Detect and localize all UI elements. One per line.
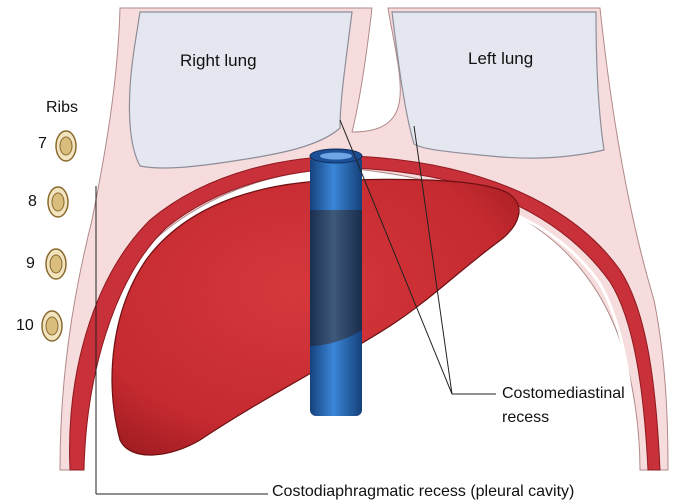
rib-number-10: 10	[16, 318, 34, 334]
rib-number-9: 9	[26, 256, 35, 272]
vena-cava	[310, 149, 362, 416]
rib-9	[46, 249, 66, 279]
rib-number-8: 8	[28, 194, 37, 210]
left-lung	[392, 12, 604, 158]
costomediastinal-label-line1: Costomediastinal	[502, 386, 625, 402]
rib-number-7: 7	[38, 136, 47, 152]
left-lung-label: Left lung	[468, 50, 533, 67]
costodiaphragmatic-label: Costodiaphragmatic recess (pleural cavit…	[272, 484, 574, 500]
ribs-label: Ribs	[46, 100, 78, 116]
right-lung-label: Right lung	[180, 52, 257, 69]
rib-8	[48, 187, 68, 217]
rib-10	[42, 311, 62, 341]
costomediastinal-label-line2: recess	[502, 410, 549, 426]
rib-7	[56, 131, 76, 161]
